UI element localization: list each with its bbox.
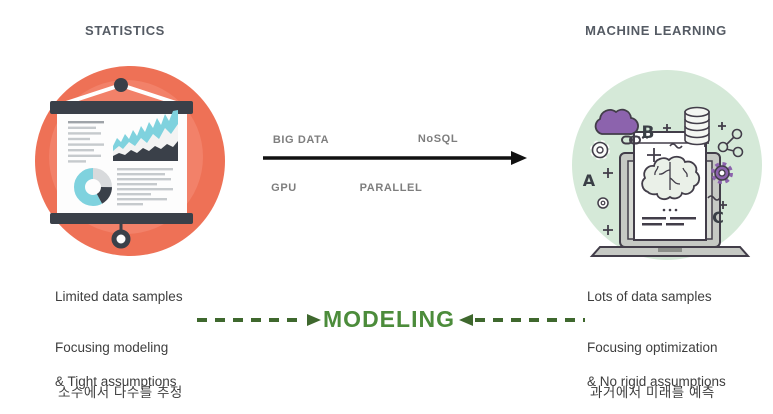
letter-a: A bbox=[583, 171, 596, 190]
machine-learning-note-2-line-1: Focusing optimization bbox=[587, 340, 718, 355]
brain-icon bbox=[641, 155, 701, 201]
statistics-note-2-line-2: & Tight assumptions bbox=[55, 374, 177, 389]
label-big-data: BIG DATA bbox=[272, 134, 330, 146]
dashed-arrow-left bbox=[197, 314, 321, 326]
database-icon bbox=[684, 106, 710, 146]
cloud-icon bbox=[594, 108, 639, 135]
machine-learning-title: MACHINE LEARNING bbox=[585, 23, 727, 38]
machine-learning-note-1: Lots of data samples bbox=[587, 289, 712, 304]
arrowhead-right bbox=[307, 314, 321, 326]
label-parallel: PARALLEL bbox=[359, 182, 423, 194]
statistics-note-2-line-1: Focusing modeling bbox=[55, 340, 169, 355]
letter-b: B bbox=[642, 123, 655, 143]
dashed-arrow-right bbox=[459, 314, 585, 326]
text-lines-left bbox=[68, 121, 104, 163]
machine-learning-note-2-line-2: & No rigid assumptions bbox=[587, 374, 726, 389]
browser-window-icon bbox=[633, 131, 707, 241]
machine-learning-illustration: B bbox=[572, 70, 762, 260]
modeling-label: MODELING bbox=[323, 306, 455, 332]
chain-link-icon bbox=[621, 135, 641, 145]
letter-c: C bbox=[712, 208, 724, 227]
gear-icon bbox=[590, 140, 733, 209]
statistics-korean-note: 소수에서 다수를 추정 bbox=[58, 385, 183, 400]
donut-chart-icon bbox=[74, 168, 112, 206]
statistics-title: STATISTICS bbox=[85, 23, 165, 38]
label-gpu: GPU bbox=[271, 182, 297, 194]
machine-learning-note-2: Focusing optimization & No rigid assumpt… bbox=[587, 322, 726, 407]
tilde-icon bbox=[669, 143, 721, 201]
arrowhead-left bbox=[459, 314, 473, 326]
label-nosql: NoSQL bbox=[417, 133, 459, 145]
statistics-illustration bbox=[35, 66, 225, 256]
text-lines bbox=[642, 217, 696, 226]
arrowhead-right bbox=[511, 151, 527, 165]
statistics-note-1: Limited data samples bbox=[55, 289, 183, 304]
share-icon bbox=[717, 128, 744, 158]
transition-arrow bbox=[263, 151, 527, 165]
statistics-note-2: Focusing modeling & Tight assumptions bbox=[55, 322, 177, 407]
area-chart-icon bbox=[113, 110, 178, 161]
text-lines-right bbox=[117, 168, 173, 206]
machine-learning-korean-note: 과거에서 미래를 예측 bbox=[590, 385, 715, 400]
